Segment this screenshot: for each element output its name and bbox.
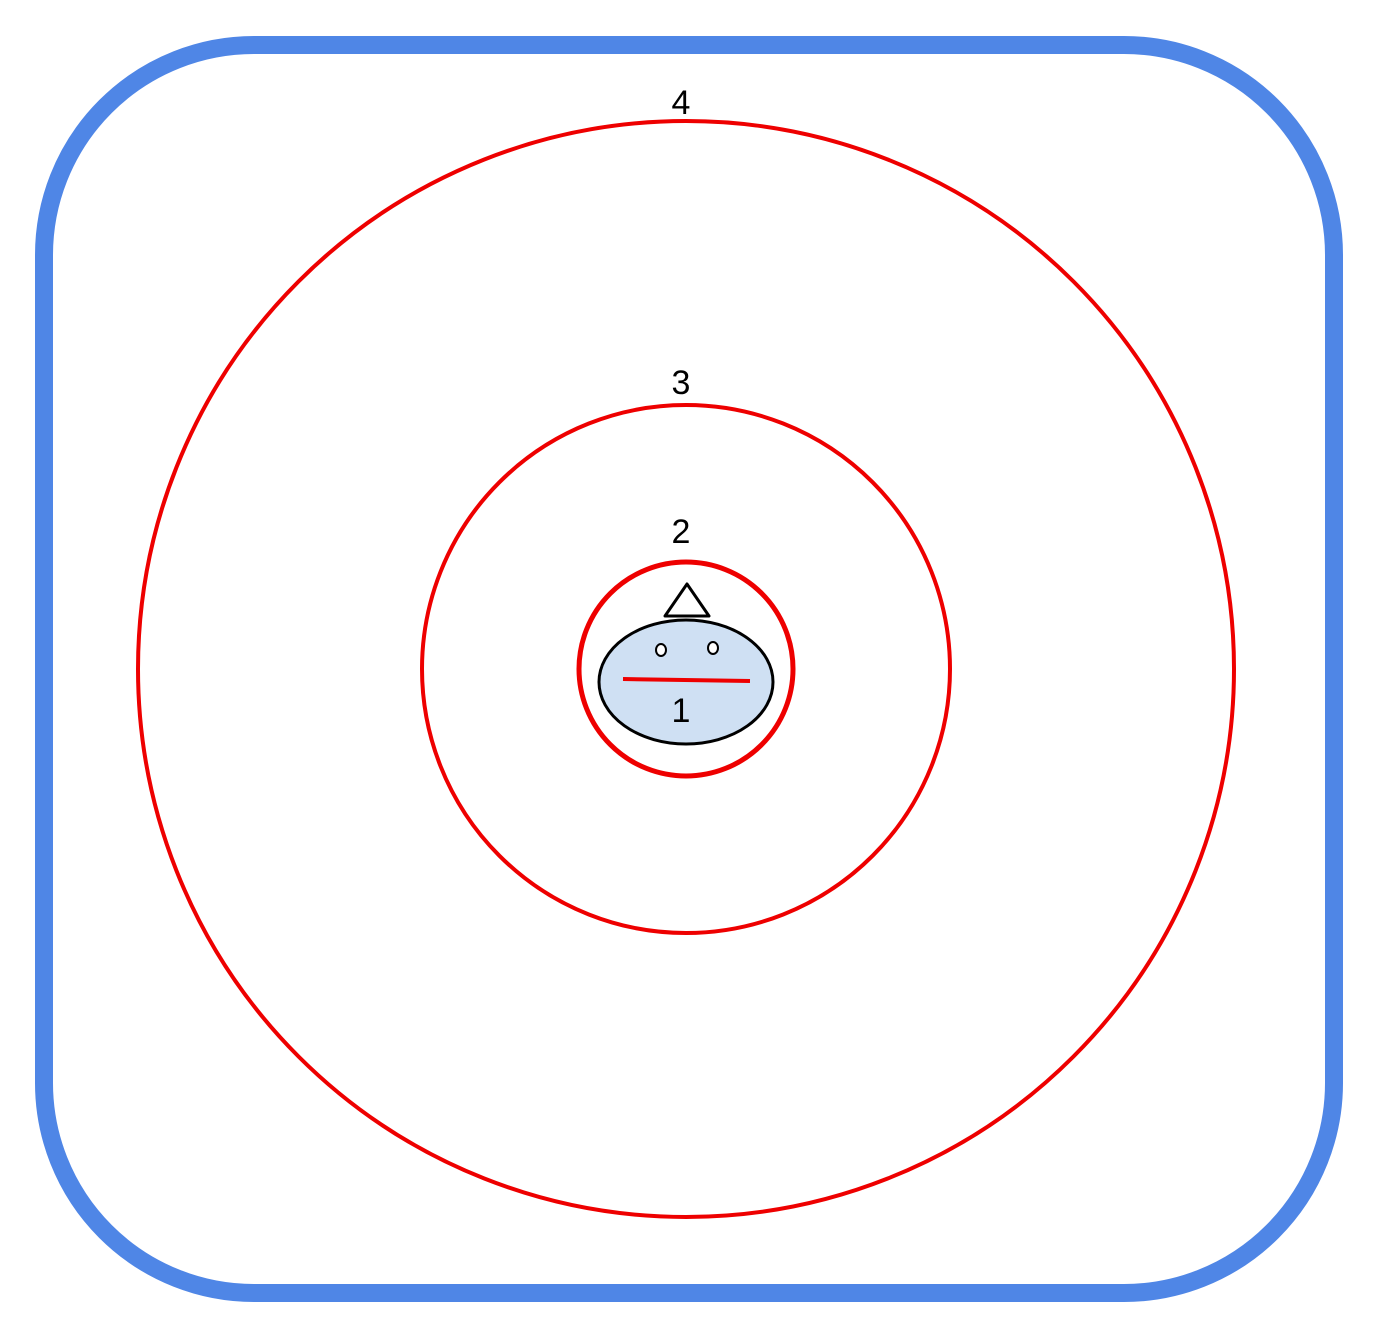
- face-icon: [597, 582, 775, 746]
- face-left-eye: [655, 643, 667, 657]
- face-mouth: [622, 677, 751, 683]
- ring-3-circle: [420, 403, 952, 935]
- outer-frame: [35, 36, 1343, 1302]
- face-hat: [663, 582, 711, 618]
- face-right-eye: [707, 641, 719, 655]
- face-head: [597, 618, 775, 746]
- ring-3-label: 3: [672, 364, 691, 402]
- ring-2-label: 2: [672, 513, 691, 551]
- ring-2-circle: [576, 559, 796, 779]
- ring-4-circle: [136, 119, 1236, 1219]
- ring-4-label: 4: [672, 84, 691, 122]
- ring-1-label: 1: [672, 692, 691, 730]
